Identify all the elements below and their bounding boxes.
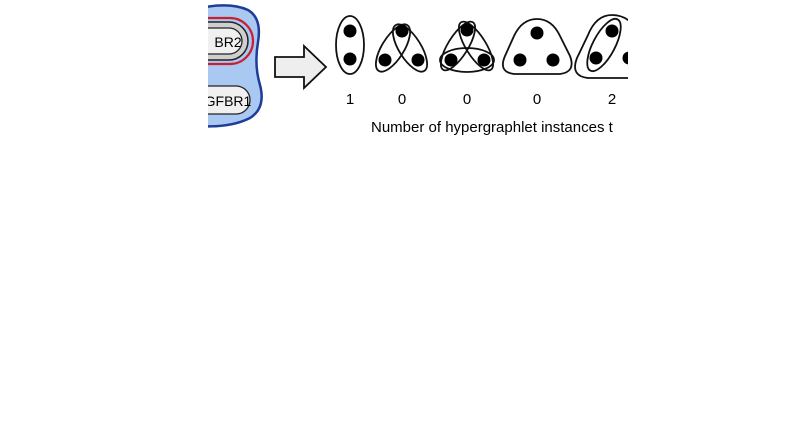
count-label-2: 0: [398, 91, 406, 108]
count-label-5: 2: [608, 91, 616, 108]
hyperedge: [392, 23, 428, 73]
hypergraphlet-5: [574, 14, 628, 79]
hyperedge: [375, 23, 411, 73]
node: [444, 53, 458, 67]
caption: Number of hypergraphlet instances t: [371, 119, 614, 136]
node: [460, 23, 474, 37]
hyperedge: [440, 20, 476, 72]
hyperedge: [335, 15, 365, 75]
cell-panel: BR2 GFBR1: [205, 4, 263, 128]
red-complex-outline: [208, 16, 255, 66]
node: [343, 24, 357, 38]
node: [546, 53, 560, 67]
hypergraphlets: 1 0 0 0 2 Number of hypergraphlet instan…: [335, 14, 628, 136]
node: [513, 53, 527, 67]
node: [622, 51, 628, 65]
node: [605, 24, 619, 38]
node: [343, 52, 357, 66]
hypergraphlet-3: [439, 20, 495, 73]
node: [378, 53, 392, 67]
node: [589, 51, 603, 65]
node: [395, 24, 409, 38]
protein-top-label: BR2: [214, 34, 241, 50]
hyperedge: [586, 17, 622, 73]
hyperedge: [502, 18, 573, 75]
node: [530, 26, 544, 40]
hyperedge: [458, 20, 494, 72]
transform-arrow: [274, 43, 328, 91]
protein-bottom: [208, 85, 251, 115]
node: [477, 53, 491, 67]
hyperedge: [439, 47, 495, 73]
count-label-3: 0: [463, 91, 471, 108]
count-label-4: 0: [533, 91, 541, 108]
hypergraphlet-4: [502, 18, 573, 75]
count-label-1: 1: [346, 91, 354, 108]
protein-bottom-label: GFBR1: [205, 93, 252, 109]
hyperedge: [574, 14, 628, 79]
hypergraphlet-1: [335, 15, 365, 75]
hypergraphlet-2: [375, 23, 428, 73]
node: [411, 53, 425, 67]
protein-top: [208, 27, 243, 55]
